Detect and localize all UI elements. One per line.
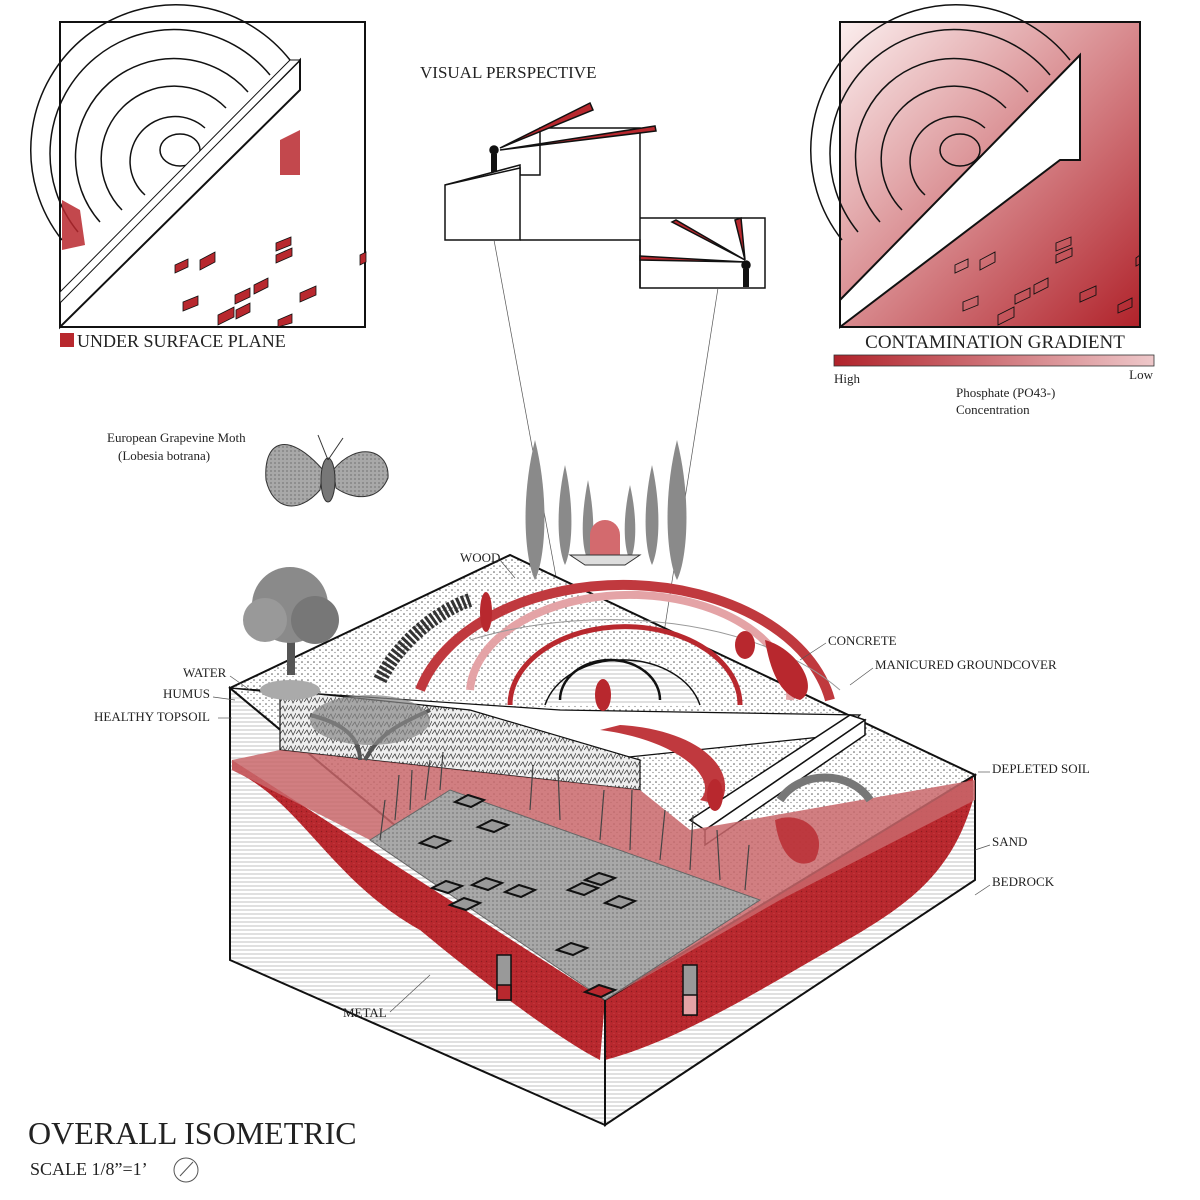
vine-rows (379, 751, 874, 891)
gradient-low-label: Low (1129, 367, 1153, 382)
gradient-measure-line2: Concentration (956, 402, 1030, 417)
cypress-trees (525, 440, 687, 580)
human-figures (480, 592, 755, 811)
visual-perspective-diagram (444, 101, 766, 691)
label-sand: SAND (992, 834, 1027, 849)
label-manicured-groundcover: MANICURED GROUNDCOVER (875, 657, 1057, 672)
label-wood: WOOD (460, 550, 500, 565)
label-water: WATER (183, 665, 227, 680)
contamination-title: CONTAMINATION GRADIENT (865, 332, 1125, 353)
label-humus: HUMUS (163, 686, 210, 701)
metal-floor (369, 789, 762, 1001)
north-arrow-icon (173, 1157, 199, 1183)
visual-perspective-title: VISUAL PERSPECTIVE (420, 63, 596, 82)
under-surface-legend-swatch (60, 333, 74, 347)
drawing-scale: SCALE 1/8”=1’ (30, 1159, 148, 1179)
concentric-arcs (30, 4, 291, 241)
gradient-measure-line1: Phosphate (PO43-) (956, 385, 1055, 400)
metal-posts (496, 954, 698, 1016)
label-concrete: CONCRETE (828, 633, 897, 648)
leader-lines (212, 559, 991, 1013)
gradient-high-label: High (834, 371, 861, 386)
olive-tree (309, 695, 431, 761)
label-depleted-soil: DEPLETED SOIL (992, 761, 1090, 776)
under-surface-patches (174, 236, 367, 328)
drawing-title: OVERALL ISOMETRIC (28, 1115, 357, 1151)
under-surface-legend-label: UNDER SURFACE PLANE (77, 331, 286, 351)
moth-illustration (265, 434, 389, 507)
under-surface-panel (30, 4, 367, 330)
label-metal: METAL (343, 1005, 387, 1020)
label-bedrock: BEDROCK (992, 874, 1055, 889)
isometric-block (228, 440, 978, 1127)
floor-plates (417, 793, 638, 999)
moth-latin-name: (Lobesia botrana) (118, 448, 210, 463)
contamination-panel (810, 4, 1141, 330)
oak-tree (243, 567, 339, 700)
moth-common-name: European Grapevine Moth (107, 430, 246, 445)
contamination-gradient-bar (833, 354, 1155, 367)
hedge (373, 593, 473, 684)
label-healthy-topsoil: HEALTHY TOPSOIL (94, 709, 210, 724)
